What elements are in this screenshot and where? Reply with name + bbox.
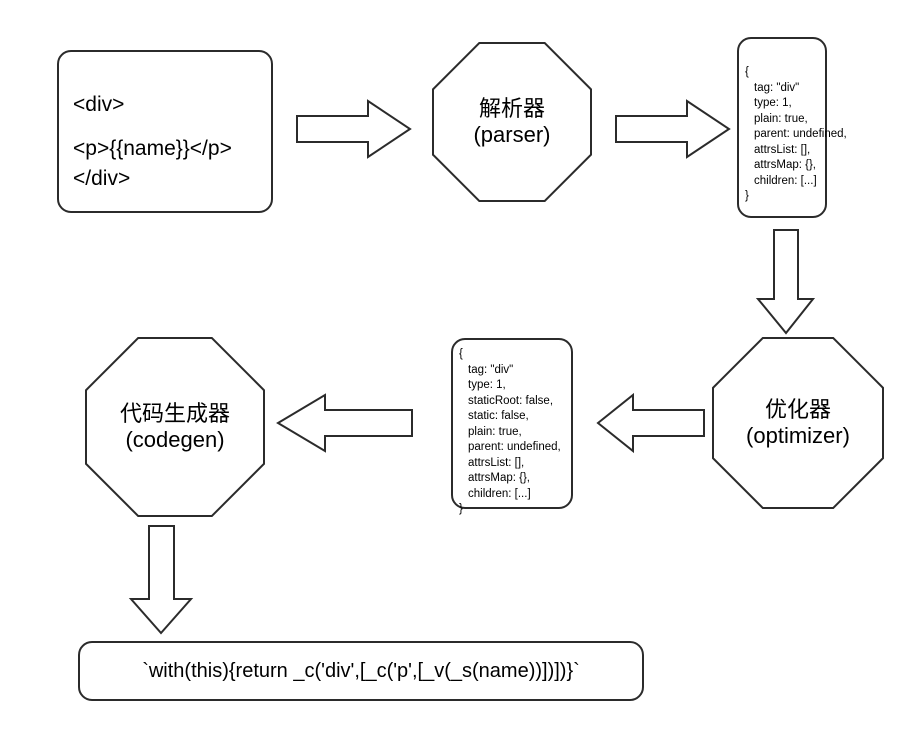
ast-field-tag: tag: "div" — [754, 81, 800, 94]
template-line-2: <p>{{name}}</p> — [73, 137, 232, 160]
optimizer-label-en: (optimizer) — [746, 423, 850, 448]
ast-field-children: children: [...] — [754, 174, 817, 187]
template-source-code: <div> <p>{{name}}</p> </div> — [73, 90, 232, 194]
template-line-3: </div> — [73, 167, 131, 190]
ast-optimized-box[interactable]: { tag: "div" type: 1, staticRoot: false, st… — [451, 338, 573, 515]
arrow-ast-to-optimizer — [755, 229, 816, 335]
ast-optimized-close-brace: } — [459, 503, 463, 515]
parser-label-en: (parser) — [473, 122, 551, 147]
ast-optimized-field-static: static: false, — [468, 410, 529, 422]
template-source-box[interactable]: <div> <p>{{name}}</p> </div> — [57, 50, 273, 213]
ast-field-attrslist: attrsList: [], — [754, 143, 811, 156]
ast-close-brace: } — [745, 190, 749, 202]
ast-optimized-field-parent: parent: undefined, — [468, 441, 561, 453]
template-line-1: <div> — [73, 93, 125, 116]
arrow-ast-optimized-to-codegen — [276, 393, 413, 453]
ast-optimized-field-attrslist: attrsList: [], — [468, 456, 525, 469]
ast-code: { tag: "div" type: 1, plain: true, parent: … — [745, 65, 847, 205]
ast-field-type: type: 1, — [754, 97, 792, 109]
arrow-codegen-to-render — [128, 525, 194, 635]
optimizer-label-cn: 优化器 — [764, 397, 831, 423]
ast-optimized-field-tag: tag: "div" — [468, 363, 514, 376]
ast-optimized-field-type: type: 1, — [468, 379, 506, 391]
ast-optimized-field-staticroot: staticRoot: false, — [468, 394, 554, 407]
ast-open-brace: { — [745, 66, 749, 78]
parser-label-cn: 解析器 — [478, 96, 545, 122]
arrow-template-to-parser — [296, 99, 412, 159]
codegen-label-en: (codegen) — [125, 427, 225, 452]
ast-field-plain: plain: true, — [754, 112, 808, 125]
ast-field-attrsmap: attrsMap: {}, — [754, 159, 817, 171]
ast-box[interactable]: { tag: "div" type: 1, plain: true, parent: … — [737, 37, 847, 218]
ast-optimized-code: { tag: "div" type: 1, staticRoot: false, st… — [459, 347, 561, 518]
ast-optimized-field-plain: plain: true, — [468, 425, 522, 438]
ast-optimized-open-brace: { — [459, 348, 463, 360]
template-blank-line — [73, 120, 232, 134]
codegen-label-cn: 代码生成器 — [119, 401, 230, 427]
arrow-parser-to-ast — [615, 99, 731, 159]
render-function-box[interactable]: `with(this){return _c('div',[_c('p',[_v(… — [78, 641, 644, 701]
ast-field-parent: parent: undefined, — [754, 128, 847, 140]
parser-node[interactable]: 解析器 (parser) — [432, 42, 592, 202]
arrow-optimizer-to-ast-optimized — [596, 392, 705, 454]
codegen-node[interactable]: 代码生成器 (codegen) — [85, 337, 265, 517]
ast-optimized-field-attrsmap: attrsMap: {}, — [468, 472, 531, 484]
ast-optimized-field-children: children: [...] — [468, 487, 531, 500]
optimizer-node[interactable]: 优化器 (optimizer) — [712, 337, 884, 509]
render-function-code: `with(this){return _c('div',[_c('p',[_v(… — [142, 659, 580, 682]
